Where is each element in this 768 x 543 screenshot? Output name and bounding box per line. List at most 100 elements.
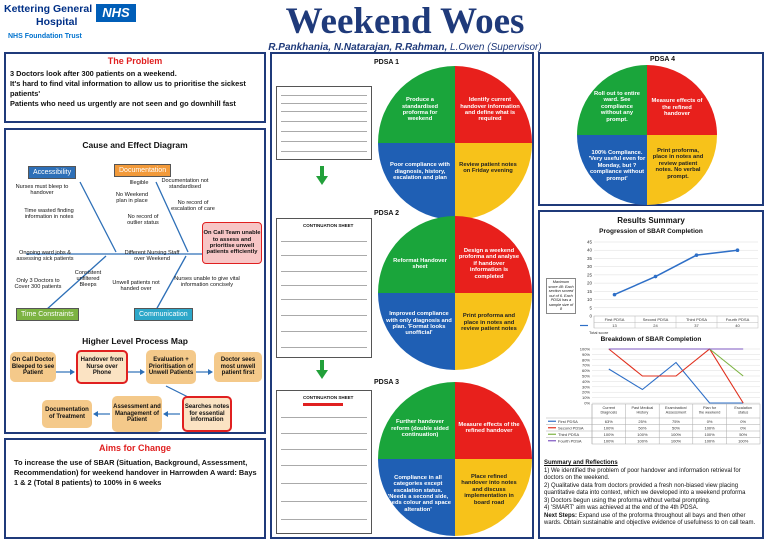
pdsa2-cycle <box>378 216 532 370</box>
process-step-evaluation: Evaluation + Prioritisation of Unwell Pa… <box>146 350 196 384</box>
pdsa1-do: Identify current handover information an… <box>460 97 520 123</box>
chart1-point <box>612 292 617 297</box>
chart1-ytick: 20 <box>587 281 593 286</box>
chart2-value-label: 100% <box>671 432 682 437</box>
problem-line2: It's hard to find vital information to a… <box>10 78 246 98</box>
pdsa-panel: PDSA 1 Produce a standardised proforma f… <box>270 52 534 539</box>
next-steps: Next Steps: Expand use of the proforma t… <box>544 513 758 528</box>
cause-no-outlier-record: No record of outlier status <box>127 214 159 227</box>
pdsa3-study: Compliance in all categories except esca… <box>384 474 452 513</box>
chart2-value-label: 100% <box>671 438 682 443</box>
pdsa1-cycle <box>378 66 532 220</box>
chart2-title: Breakdown of SBAR Completion <box>600 336 702 343</box>
category-time-constraints: Time Constraints <box>16 308 79 321</box>
pdsa3-act: Place refined handover into notes and di… <box>461 473 517 506</box>
cause-different-nursing-staff: Different Nursing Staff over Weekend <box>124 250 180 263</box>
chart2-ytick: 100% <box>580 347 591 352</box>
pdsa3-cycle <box>378 382 532 536</box>
chart1-value-label: 40 <box>735 323 740 328</box>
chart1-title: Progression of SBAR Completion <box>599 228 703 235</box>
pdsa1-to-2-arrow <box>316 176 328 185</box>
chart1-point <box>735 248 740 253</box>
chart2-value-label: 100% <box>704 425 715 430</box>
summary-block: Summary and Reflections 1) We identified… <box>544 460 758 528</box>
problem-line1: 3 Doctors look after 300 patients on a w… <box>10 69 177 78</box>
chart1-legend-label: Total score <box>589 330 609 334</box>
poster-authors: R.Pankhania, N.Natarajan, R.Rahman, L.Ow… <box>255 42 555 53</box>
summary-title: Summary and Reflections <box>544 460 618 466</box>
chart2-ytick: 60% <box>582 368 590 373</box>
chart1-xtick: Third PDSA <box>686 317 707 322</box>
process-step-searches-notes: Searches notes for essential information <box>182 396 232 432</box>
chart1-ytick: 0 <box>589 314 592 319</box>
chart2-legend-label: First PDSA <box>558 419 578 424</box>
chart2-value-label: 50% <box>638 425 646 430</box>
pdsa4-panel: PDSA 4 Roll out to entire ward. See comp… <box>538 52 764 206</box>
chart1-xtick: Second PDSA <box>643 317 669 322</box>
chart1-ytick: 10 <box>587 297 593 302</box>
cause-not-standardised: Documentation not standardised <box>161 178 209 191</box>
category-documentation: Documentation <box>114 164 172 177</box>
chart2-xtick: Examination/Assessment <box>665 406 688 415</box>
cause-illegible: Illegible <box>129 180 149 186</box>
pdsa4-do: Measure effects of the refined handover <box>651 98 703 118</box>
next-steps-text: Expand use of the proforma throughout al… <box>544 512 756 527</box>
chart1-ytick: 15 <box>587 289 593 294</box>
chart1-value-label: 24 <box>653 323 658 328</box>
chart2-value-label: 0% <box>707 419 713 424</box>
summary-point-1: 1) We identified the problem of poor han… <box>544 467 741 482</box>
org-name-line2: Hospital <box>36 16 78 28</box>
org-name-line1: Kettering General <box>4 3 93 15</box>
hospital-logo: Kettering General Hospital NHS NHS Found… <box>4 3 136 47</box>
aims-panel: Aims for Change To increase the use of S… <box>4 438 266 539</box>
chart1-xtick: Fourth PDSA <box>726 317 750 322</box>
pdsa3-do: Measure effects of the refined handover <box>458 421 520 434</box>
chart1-point <box>694 253 699 257</box>
chart1-series-line <box>614 249 738 296</box>
chart2-ytick: 40% <box>582 379 590 384</box>
fishbone-lines <box>26 181 226 311</box>
problem-panel: The Problem 3 Doctors look after 300 pat… <box>4 52 266 123</box>
pdsa2-to-3-arrow <box>316 370 328 379</box>
chart1-point <box>653 274 658 279</box>
chart1-note: Maximum score 48: Each section scored ou… <box>546 278 576 314</box>
process-step-documentation: Documentation of Treatment <box>42 400 92 428</box>
category-communication: Communication <box>134 308 193 321</box>
chart2-legend-label: Third PDSA <box>558 432 579 437</box>
chart2-series-line <box>608 348 744 404</box>
chart2-ytick: 20% <box>582 390 590 395</box>
cause-nurses-concise: Nurses unable to give vital information … <box>174 276 240 289</box>
summary-point-2: 2) Qualitative data from doctors provide… <box>544 482 746 497</box>
cause-nurses-bleep: Nurses must bleep to handover <box>15 184 69 197</box>
pdsa4-act: Print proforma, place in notes and revie… <box>652 147 704 180</box>
process-step-handover: Handover from Nurse over Phone <box>76 350 128 384</box>
chart2-legend-label: Fourth PDSA <box>558 438 582 443</box>
chart2-value-label: 0% <box>740 419 746 424</box>
results-title: Results Summary <box>617 216 685 225</box>
chart2-value-label: 50% <box>739 432 747 437</box>
chart1-ytick: 30 <box>587 264 593 269</box>
nhs-logo: NHS <box>96 4 136 22</box>
process-step-bleeped: On Call Doctor Bleeped to see Patient <box>10 352 56 382</box>
cause-unfiltered-bleeps: Consistent unfiltered Bleeps <box>74 270 102 289</box>
cause-time-wasted: Time wasted finding information in notes <box>24 208 74 221</box>
chart2-value-label: 100% <box>604 438 615 443</box>
pdsa3-doc-title: CONTINUATION SHEET <box>303 395 354 400</box>
pdsa1-study: Poor compliance with diagnosis, history,… <box>390 162 450 182</box>
problem-line3: Patients who need us urgently are not se… <box>10 98 236 108</box>
chart2-legend-label: Second PDSA <box>558 425 584 430</box>
cause-effect-panel: Cause and Effect Diagram Accessibility D… <box>4 128 266 434</box>
process-map-title: Higher Level Process Map <box>82 336 188 346</box>
chart2-ytick: 70% <box>582 363 590 368</box>
chart2-value-label: 25% <box>638 419 646 424</box>
aims-title: Aims for Change <box>98 443 171 453</box>
pdsa2-label: PDSA 2 <box>374 210 400 217</box>
pdsa2-act: Print proforma and place in notes and re… <box>461 313 517 333</box>
results-panel: Results Summary Progression of SBAR Comp… <box>538 210 764 539</box>
category-accessibility: Accessibility <box>28 166 77 179</box>
problem-text: 3 Doctors look after 300 patients on a w… <box>10 69 260 109</box>
